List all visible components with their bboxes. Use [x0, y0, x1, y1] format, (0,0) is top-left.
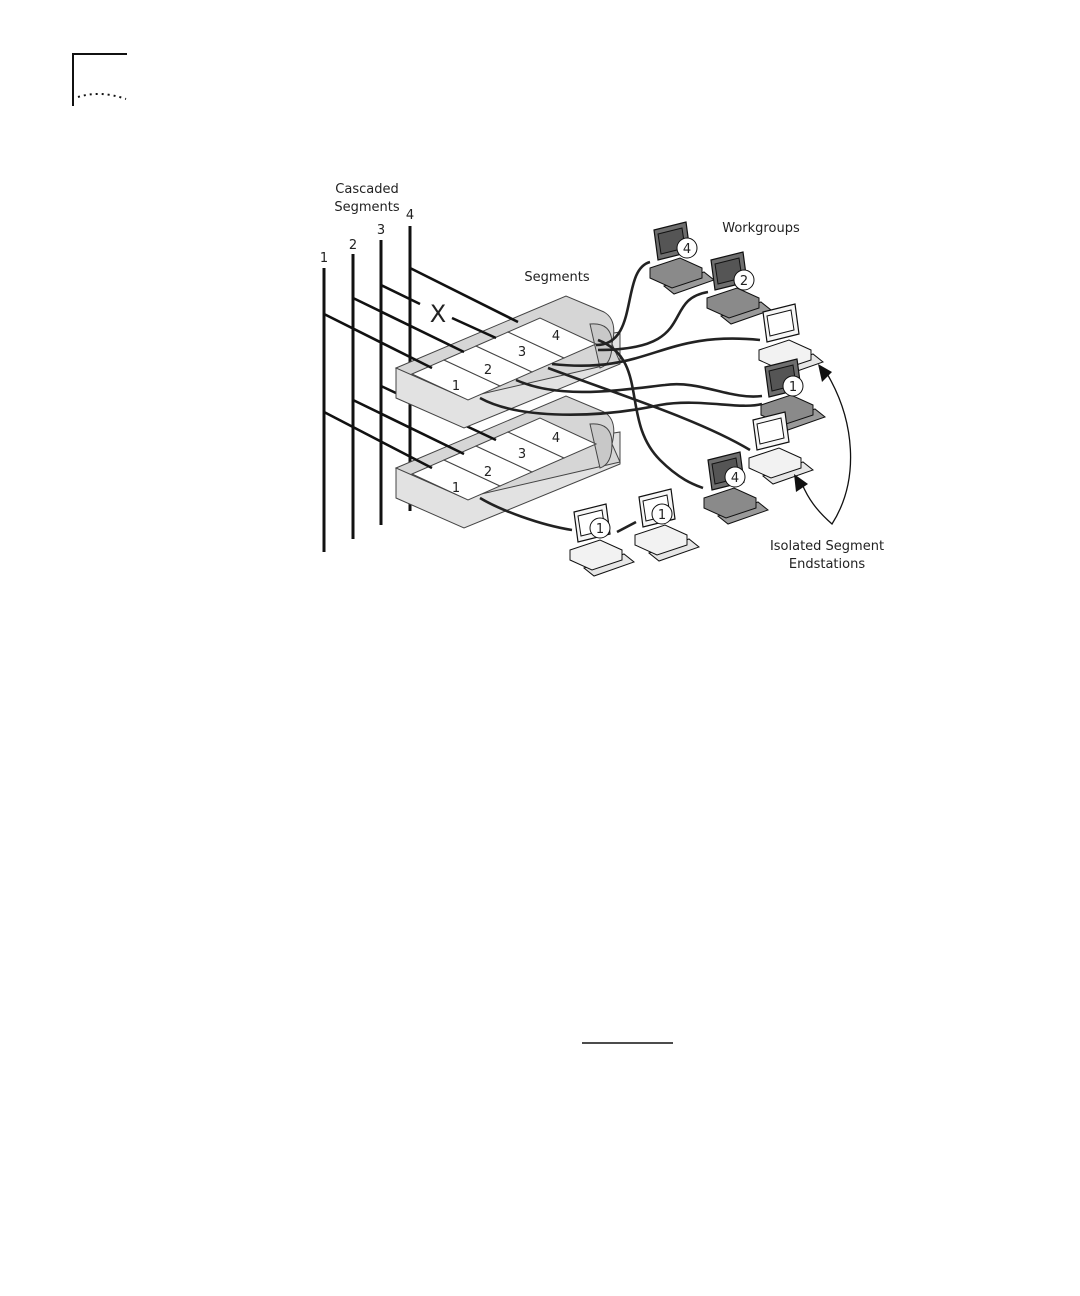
isolated-label-line2: Endstations [789, 557, 865, 572]
bus-number-2: 2 [349, 238, 357, 253]
lower-hub: 1 2 3 4 [396, 396, 620, 528]
ws-h-number: 1 [658, 508, 666, 523]
feed-bus3-upper-a [381, 285, 420, 304]
workstation-h: 1 [635, 489, 699, 561]
feed-bus1-lower [324, 412, 432, 468]
ws-f-number: 4 [731, 471, 739, 486]
bus-number-3: 3 [377, 223, 385, 238]
workstation-a: 4 [650, 222, 714, 294]
upper-port-1: 1 [452, 379, 460, 394]
cascaded-label-line2: Segments [334, 200, 400, 215]
bus-number-1: 1 [320, 251, 328, 266]
bus-number-4: 4 [406, 208, 414, 223]
lower-port-2: 2 [484, 465, 492, 480]
upper-port-2: 2 [484, 363, 492, 378]
break-x-mark: X [430, 300, 446, 328]
lower-port-3: 3 [518, 447, 526, 462]
workstation-g: 1 [570, 504, 634, 576]
upper-port-4: 4 [552, 329, 560, 344]
upper-port-3: 3 [518, 345, 526, 360]
ws-g-number: 1 [596, 522, 604, 537]
workgroups-label: Workgroups [722, 221, 800, 236]
isolated-label-line1: Isolated Segment [770, 539, 884, 554]
ws-b-number: 2 [740, 274, 748, 289]
page-corner-mark [72, 54, 127, 106]
cascaded-label-line1: Cascaded [335, 182, 398, 197]
lower-port-4: 4 [552, 431, 560, 446]
lower-port-1: 1 [452, 481, 460, 496]
ws-a-number: 4 [683, 242, 691, 257]
ws-d-number: 1 [789, 380, 797, 395]
workstation-b: 2 [707, 252, 771, 324]
cable-ws-g-ws-h [617, 522, 636, 532]
feed-bus4-upper [410, 268, 518, 322]
feed-bus1-upper [324, 314, 432, 368]
segments-label: Segments [524, 270, 590, 285]
